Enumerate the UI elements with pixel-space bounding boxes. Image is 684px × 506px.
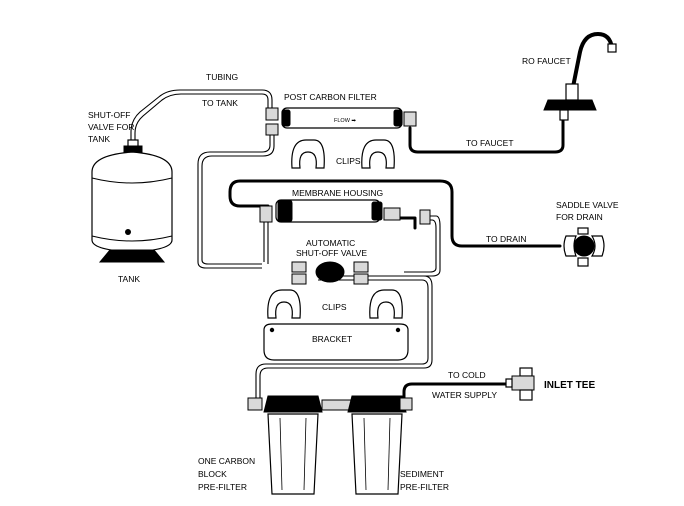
clips-top <box>291 139 395 169</box>
bracket <box>263 323 409 361</box>
to-cold-label: TO COLD <box>448 370 486 380</box>
to-tank-label: TO TANK <box>202 98 238 108</box>
tubing-label: TUBING <box>206 72 238 82</box>
storage-tank <box>91 139 173 263</box>
flow-label: FLOW ➡ <box>334 118 356 124</box>
carbon-prefilter-label-3: PRE-FILTER <box>198 482 247 492</box>
saddle-valve-label-1: SADDLE VALVE <box>556 200 619 210</box>
auto-shutoff-label-1: AUTOMATIC <box>306 238 355 248</box>
sediment-prefilter-label-1: SEDIMENT <box>400 469 444 479</box>
clips-bottom <box>267 289 403 319</box>
membrane-housing <box>259 199 431 225</box>
to-faucet-label: TO FAUCET <box>466 138 514 148</box>
water-supply-label: WATER SUPPLY <box>432 390 497 400</box>
thin-tubing <box>130 89 441 398</box>
tank-label: TANK <box>118 274 140 284</box>
inlet-tee-label: INLET TEE <box>544 380 595 391</box>
carbon-block-prefilter <box>247 395 353 495</box>
shutoff-valve-tank-label-1: SHUT-OFF <box>88 110 131 120</box>
post-carbon-filter-label: POST CARBON FILTER <box>284 92 377 102</box>
bracket-label: BRACKET <box>312 334 352 344</box>
clips-top-label: CLIPS <box>336 156 361 166</box>
saddle-valve <box>563 227 605 267</box>
thick-tubing <box>228 116 565 405</box>
diagram-labels: TUBING TO TANK POST CARBON FILTER RO FAU… <box>88 56 619 492</box>
shutoff-valve-tank-label-2: VALVE FOR <box>88 122 134 132</box>
clips-bottom-label: CLIPS <box>322 302 347 312</box>
auto-shutoff-valve <box>291 261 369 285</box>
post-carbon-filter: FLOW ➡ <box>265 107 417 136</box>
saddle-valve-label-2: FOR DRAIN <box>556 212 603 222</box>
ro-faucet-label: RO FAUCET <box>522 56 571 66</box>
auto-shutoff-label-2: SHUT-OFF VALVE <box>296 248 367 258</box>
carbon-prefilter-label-1: ONE CARBON <box>198 456 255 466</box>
membrane-housing-label: MEMBRANE HOUSING <box>292 188 383 198</box>
to-drain-label: TO DRAIN <box>486 234 526 244</box>
inlet-tee <box>505 367 535 401</box>
sediment-prefilter <box>347 395 413 495</box>
carbon-prefilter-label-2: BLOCK <box>198 469 227 479</box>
ro-faucet <box>543 31 617 121</box>
shutoff-valve-tank-label-3: TANK <box>88 134 110 144</box>
sediment-prefilter-label-2: PRE-FILTER <box>400 482 449 492</box>
